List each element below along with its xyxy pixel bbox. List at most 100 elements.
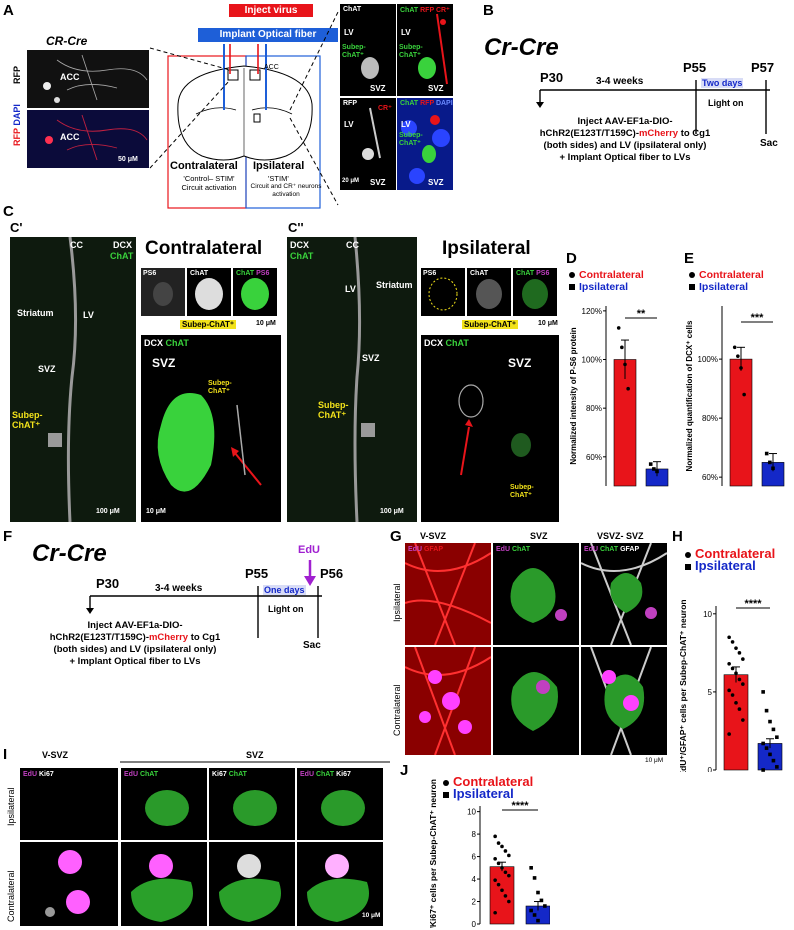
c2-lv: LV	[345, 284, 356, 294]
chart-h-pt-0-1	[730, 640, 735, 644]
c1-striatum: Striatum	[17, 308, 54, 318]
rfp-micrograph	[27, 50, 149, 108]
c1-large	[141, 335, 281, 522]
chart-h-pt-1-10	[761, 768, 765, 772]
c2-ipsilateral: Ipsilateral	[442, 238, 531, 259]
chart-h-pt-0-2	[734, 646, 738, 650]
chart-d-legend-marker-1	[569, 284, 575, 290]
i-contra-svz2	[209, 842, 295, 926]
g-chat-3: ChAT	[599, 546, 619, 553]
chart-d-pt-0-2	[623, 362, 627, 367]
f-inj-line3: (both sides) and LV (ipsilateral only)	[53, 644, 217, 655]
c1-dcx: DCX	[113, 240, 133, 250]
chart-j-pt-0-9	[507, 873, 511, 878]
g-scale: 10 μM	[645, 757, 664, 764]
optical-fiber-text: Implant Optical fiber	[219, 29, 317, 40]
c1-chat-small-label: ChAT	[190, 270, 209, 277]
grid-merge-chat-rfp	[397, 4, 453, 96]
b-p30: P30	[540, 70, 564, 85]
chart-h-pt-1-9	[775, 765, 779, 769]
grid-chat	[340, 4, 396, 96]
chart-h-pt-0-8	[737, 677, 742, 682]
grid-rfp-label: RFP	[343, 100, 357, 107]
c2-merge-ps6: PS6	[536, 270, 550, 277]
i-scale: 10 μM	[362, 912, 381, 919]
c2-merge-chat: ChAT	[516, 270, 535, 277]
i-ki67-3: Ki67	[212, 771, 227, 778]
f-light: Light on	[268, 604, 304, 614]
chart-d-legend-1: Ipsilateral	[579, 281, 628, 293]
chart-e-legend-0: Contralateral	[699, 269, 764, 281]
c2-trio-scale: 10 μM	[538, 320, 558, 327]
i-edu-4: EdU	[300, 771, 314, 778]
chart-j-pt-0-0	[493, 834, 497, 839]
c2-dcx: DCX	[290, 240, 310, 250]
chart-d-ytick-label-0: 60%	[586, 453, 602, 462]
c1-chat-small	[187, 268, 231, 316]
b-inj-line2a: hChR2(E123T/T159C)-	[539, 128, 639, 139]
chart-j-pt-0-3	[503, 849, 508, 853]
chart-e-ytick-label-0: 60%	[702, 473, 718, 482]
chart-h-pt-1-0	[761, 690, 765, 694]
chart-e-pt-0-3	[742, 392, 746, 397]
c1-scale100: 100 μM	[96, 508, 120, 515]
chart-d-ytick-label-3: 120%	[582, 307, 602, 316]
g-label-merge: EdU ChAT GFAP	[584, 546, 639, 553]
i-ipsi-vsvz	[20, 768, 118, 840]
i-label-1: EdU Ki67	[23, 771, 54, 778]
chart-j-pt-1-7	[536, 918, 540, 923]
i-label-2: EdU ChAT	[124, 771, 158, 778]
panel-label-h: H	[672, 528, 683, 545]
b-p57: P57	[751, 60, 775, 75]
b-p55: P55	[683, 60, 707, 75]
f-inj-line2c: to Cg1	[188, 632, 221, 643]
chart-j-legend-marker-0	[443, 780, 449, 786]
c1-trio-scale: 10 μM	[256, 320, 276, 327]
c1-subep: Subep-ChAT⁺	[12, 410, 43, 430]
grid-merge-dapi	[397, 98, 453, 190]
c1-contralateral: Contralateral	[145, 238, 263, 259]
chart-h-pt-0-14	[741, 718, 745, 722]
b-inj-line4: + Implant Optical fiber to LVs	[559, 152, 691, 163]
chart-j-pt-0-15	[493, 910, 497, 915]
c1-trio-subep: Subep-ChAT⁺	[180, 320, 237, 329]
f-inj-line2b: mCherry	[148, 632, 189, 643]
b-weeks: 3-4 weeks	[596, 76, 644, 87]
chart-j-ytick-label-2: 4	[472, 875, 477, 884]
chart-j-pt-1-6	[532, 913, 537, 917]
i-contra-svz1	[121, 842, 207, 926]
chart-h-pt-1-3	[771, 727, 776, 732]
chart-e-pt-1-1	[768, 460, 772, 465]
chart-h-pt-1-2	[768, 719, 772, 724]
grid-rfp	[340, 98, 396, 190]
chart-j-pt-0-6	[496, 861, 501, 866]
chart-d-pt-0-0	[616, 326, 621, 330]
g-ipsi-merge	[581, 543, 667, 645]
panel-label-j: J	[400, 762, 409, 779]
b-inj-line2: hChR2(E123T/T159C)-mCherry to Cg1	[510, 128, 740, 140]
chart-j-pt-1-4	[543, 904, 547, 908]
f-weeks: 3-4 weeks	[155, 583, 203, 594]
chart-j-pt-0-12	[500, 888, 504, 893]
chart-j-pt-1-1	[532, 876, 537, 880]
chart-j: ContralateralIpsilateral0246810EdU⁺/Ki67…	[428, 776, 550, 928]
chart-d-pt-0-1	[620, 345, 624, 350]
chart-e-ytick-label-1: 80%	[702, 414, 718, 423]
ipsilateral-title: Ipsilateral	[253, 160, 305, 172]
f-sac: Sac	[303, 640, 321, 651]
grid-svz-1: SVZ	[370, 84, 386, 93]
scale-50um: 50 μM	[118, 156, 138, 163]
c2-large-label: DCX ChAT	[424, 338, 469, 348]
panel-label-g: G	[390, 528, 402, 545]
g-contra-merge	[581, 647, 667, 755]
i-contra-svz3	[297, 842, 383, 926]
i-ki67-1: Ki67	[38, 771, 54, 778]
c2-label: C''	[288, 220, 304, 235]
grid-lv-3: LV	[344, 120, 354, 129]
chart-j-sig: ****	[511, 800, 529, 812]
c1-merge-small	[233, 268, 277, 316]
c2-merge-small	[513, 268, 557, 316]
chart-h-pt-0-5	[727, 661, 731, 666]
i-chat-3: ChAT	[228, 771, 247, 778]
